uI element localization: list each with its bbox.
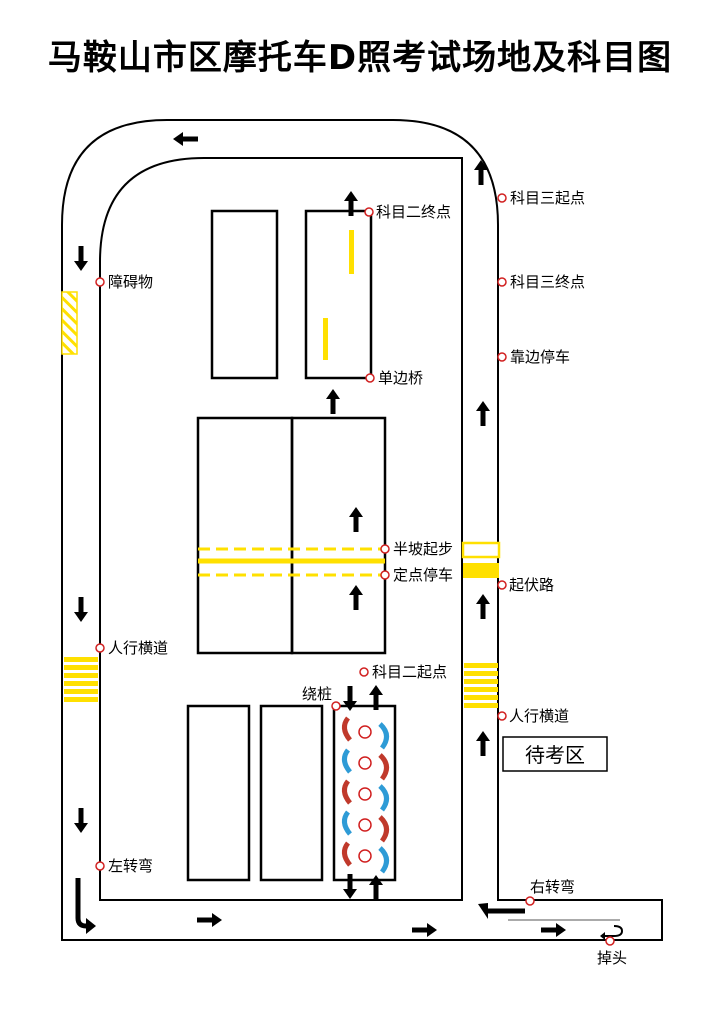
label-crosswalk-right: 人行横道 <box>509 707 569 725</box>
arrow-left-icon <box>173 132 198 146</box>
label-k3-start: 科目三起点 <box>510 189 585 207</box>
u-turn-icon <box>604 925 624 937</box>
label-k3-end: 科目三终点 <box>510 273 585 291</box>
curved-arrow-red-icon <box>378 753 389 781</box>
right-turn-arrowhead-icon <box>478 903 488 919</box>
arrow-down-icon <box>74 808 88 833</box>
label-fixed-stop: 定点停车 <box>393 566 453 584</box>
curved-arrow-blue-icon <box>378 784 389 812</box>
road-outline <box>61 119 663 941</box>
obstacle-marking <box>61 291 78 355</box>
curved-arrow-red-icon <box>378 815 389 843</box>
arrow-up-icon <box>349 507 363 532</box>
crosswalk-left-marking <box>64 657 98 702</box>
single-bridge-bar-1 <box>349 230 354 274</box>
arrow-right-icon <box>541 923 566 937</box>
page-title: 马鞍山市区摩托车D照考试场地及科目图 <box>47 38 673 78</box>
arrow-up-icon <box>476 594 490 619</box>
arrow-right-icon <box>197 913 222 927</box>
bumpy-road-outline <box>461 541 501 559</box>
curved-arrow-red-icon <box>342 841 352 867</box>
left-turn-arrowhead-icon <box>86 918 96 934</box>
hill-start-lines <box>198 547 385 577</box>
curved-arrow-blue-icon <box>342 748 352 774</box>
label-left-turn: 左转弯 <box>108 857 153 875</box>
label-obstacle: 障碍物 <box>108 273 153 291</box>
label-single-bridge: 单边桥 <box>378 369 423 387</box>
label-hill-start: 半坡起步 <box>393 540 453 558</box>
crosswalk-right-marking <box>464 663 498 708</box>
label-slalom: 绕桩 <box>302 685 332 703</box>
label-k2-start: 科目二起点 <box>372 663 447 681</box>
arrow-right-icon <box>412 923 437 937</box>
single-bridge-bar-2 <box>323 318 328 360</box>
curved-arrow-blue-icon <box>342 810 352 836</box>
arrow-up-icon <box>476 401 490 426</box>
label-bumpy-road: 起伏路 <box>509 576 554 594</box>
waiting-area-label: 待考区 <box>525 743 585 767</box>
direction-arrows <box>74 132 566 937</box>
label-pull-over: 靠边停车 <box>510 348 570 366</box>
label-right-turn: 右转弯 <box>530 878 575 896</box>
curved-arrow-red-icon <box>342 716 352 742</box>
location-markers <box>95 193 615 946</box>
curved-arrow-red-icon <box>342 779 352 805</box>
u-turn-arrowhead-icon <box>600 932 605 940</box>
bumpy-road-fill <box>463 563 499 578</box>
arrow-up-icon <box>326 389 340 414</box>
slalom-curved-arrows <box>342 716 389 874</box>
label-u-turn: 掉头 <box>597 949 627 967</box>
arrow-up-icon <box>349 585 363 610</box>
practice-boxes <box>186 209 397 882</box>
label-k2-end: 科目二终点 <box>376 203 451 221</box>
waiting-area-box <box>502 736 608 772</box>
curved-arrow-blue-icon <box>378 846 389 874</box>
arrow-down-icon <box>343 874 357 899</box>
arrow-up-icon <box>476 731 490 756</box>
curved-arrow-blue-icon <box>378 722 389 750</box>
arrow-down-icon <box>74 246 88 271</box>
left-turn-arrow-icon <box>75 878 88 929</box>
arrow-down-icon <box>74 597 88 622</box>
slalom-piles <box>358 725 372 863</box>
label-crosswalk-left: 人行横道 <box>108 639 168 657</box>
